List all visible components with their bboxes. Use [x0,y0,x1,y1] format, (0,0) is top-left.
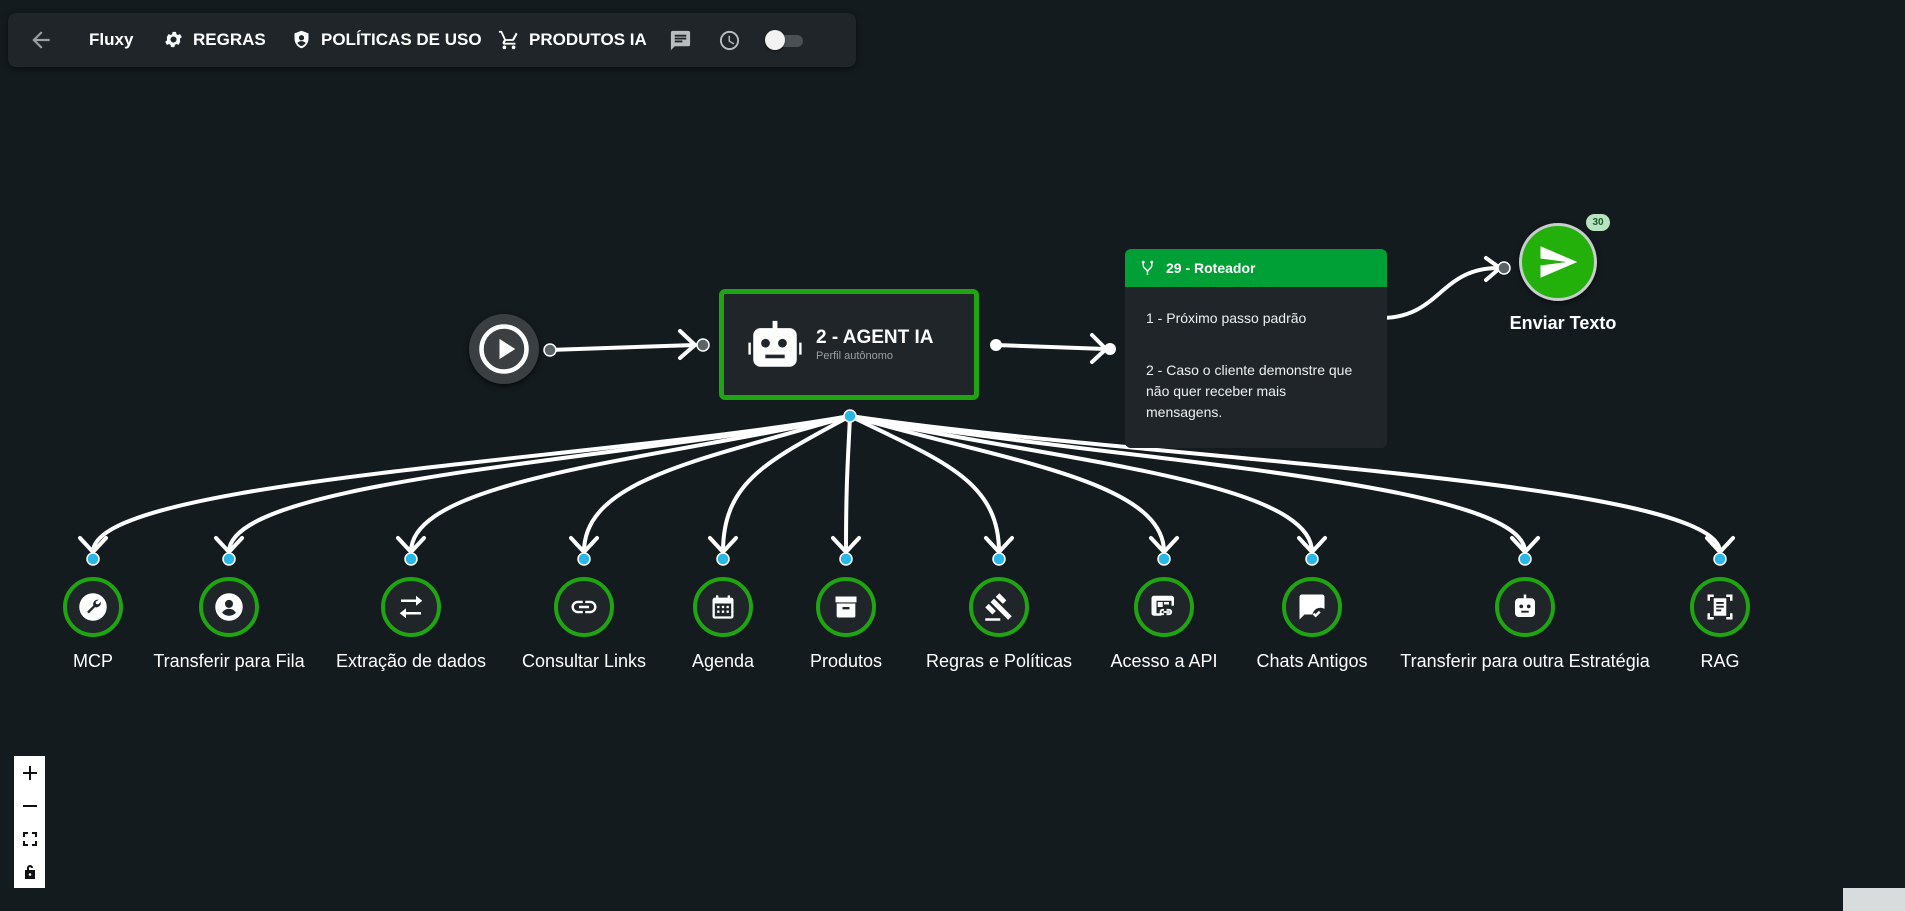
fullscreen-icon [22,831,37,846]
tool-node-products[interactable] [816,577,876,637]
robot-icon [748,320,802,367]
tool-node-rag[interactable] [1690,577,1750,637]
link-icon [571,600,597,614]
tool-label-rules-policies: Regras e Políticas [925,651,1073,671]
calendar-icon [712,595,734,619]
edge-router-send [1379,266,1500,320]
router-option-optout: 2 - Caso o cliente demonstre que não que… [1146,362,1353,420]
send-icon [1540,246,1578,278]
edge-start-agent [547,343,697,352]
tool-label-data-extraction: Extração de dados [335,651,487,671]
tool-label-products: Produtos [809,651,883,671]
chat-button[interactable] [669,29,692,52]
toggle-switch[interactable] [765,30,805,50]
ai-products-label: PRODUTOS IA [529,30,647,49]
swap-arrows-icon [399,595,423,619]
chat-check-icon [1299,594,1325,620]
tool-label-api-access: Acesso a API [1110,651,1218,671]
router-title: 29 - Roteador [1166,260,1256,276]
history-button[interactable] [718,29,741,52]
attribution-panel [1843,888,1905,911]
unlock-icon [24,865,35,879]
agent-node[interactable]: 2 - AGENT IA Perfil autônomo [719,289,979,400]
tool-node-api-access[interactable] [1134,577,1194,637]
tool-node-transfer-strategy[interactable] [1495,577,1555,637]
send-text-node[interactable] [1519,223,1597,301]
router-option-default: 1 - Próximo passo padrão [1146,310,1307,326]
tool-node-old-chats[interactable] [1282,577,1342,637]
tool-node-data-extraction[interactable] [381,577,441,637]
tool-label-consult-links: Consultar Links [521,651,647,671]
usage-policies-button[interactable]: POLÍTICAS DE USO [291,29,482,50]
start-node[interactable] [469,314,539,384]
tool-label-old-chats: Chats Antigos [1256,651,1368,671]
tool-label-transfer-queue: Transferir para Fila [153,651,305,671]
tool-node-schedule[interactable] [693,577,753,637]
step-badge: 30 [1586,214,1610,231]
fork-icon [1141,260,1154,275]
plus-icon [22,765,37,780]
agent-title: 2 - AGENT IA [816,327,934,348]
rules-button[interactable]: REGRAS [163,29,266,50]
usage-policies-label: POLÍTICAS DE USO [321,29,482,49]
toggle-knob [765,30,785,50]
wrench-icon [79,593,107,621]
rules-label: REGRAS [193,29,266,49]
tool-label-transfer-strategy: Transferir para outra Estratégia [1400,651,1650,671]
shield-icon [294,30,309,49]
robot-icon [1515,594,1535,617]
ai-products-button[interactable]: PRODUTOS IA [498,29,647,51]
fit-view-button[interactable] [14,822,45,855]
zoom-in-button[interactable] [14,756,45,789]
tool-node-consult-links[interactable] [554,577,614,637]
gavel-icon [985,593,1012,621]
back-arrow-icon [32,31,50,49]
chat-icon [670,30,691,51]
tool-label-schedule: Agenda [691,651,755,671]
cart-icon [498,30,518,50]
tool-node-mcp[interactable] [63,577,123,637]
top-toolbar: Fluxy REGRAS POLÍTICAS DE USO PRODUTOS I… [8,13,856,67]
person-icon [215,593,243,621]
router-node[interactable]: 29 - Roteador 1 - Próximo passo padrão 2… [1125,249,1387,448]
agent-subtitle: Perfil autônomo [816,350,894,362]
edge-agent-router [994,343,1108,351]
zoom-controls [14,756,45,888]
gear-icon [165,31,182,48]
archive-box-icon [835,596,857,618]
tool-node-rules-policies[interactable] [969,577,1029,637]
document-scan-icon [1707,594,1733,620]
play-circle-icon [479,324,529,374]
connection-handles [86,261,1727,566]
api-icon [1151,595,1174,616]
tool-label-mcp: MCP [73,651,113,671]
edge-start-agent-arrow [678,329,697,360]
app-name: Fluxy [89,30,134,49]
router-header: 29 - Roteador [1125,249,1387,287]
minus-icon [22,804,37,807]
tool-node-transfer-queue[interactable] [199,577,259,637]
tool-label-rag: RAG [1700,651,1740,671]
back-button[interactable] [28,27,54,53]
lock-button[interactable] [14,855,45,888]
send-text-label: Enviar Texto [1509,313,1617,333]
zoom-out-button[interactable] [14,789,45,822]
clock-icon [719,30,740,51]
